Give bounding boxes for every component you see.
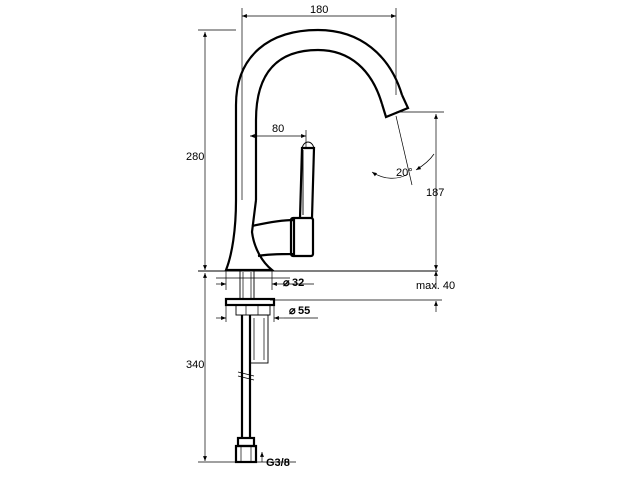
- dim-base-diameter: ⌀ 32: [216, 271, 314, 290]
- mounting-hardware: [224, 270, 276, 464]
- dim-max-thickness: max. 40: [270, 271, 455, 312]
- body-base: [224, 199, 276, 272]
- dim-hose-length: 340: [186, 273, 236, 463]
- dim-total-height: 280: [186, 29, 236, 270]
- dim-washer-diameter: ⌀ 55: [216, 305, 318, 322]
- hose-nut: [234, 444, 258, 464]
- threaded-shank: [239, 270, 255, 300]
- spout-tip: [380, 94, 410, 119]
- dim-lever-offset: 80: [250, 123, 307, 148]
- hose-break-mark: [237, 371, 255, 377]
- dim-thread: G3/8: [256, 452, 296, 469]
- dim-spout-reach: 180: [241, 4, 397, 200]
- faucet-outline: [224, 28, 410, 272]
- spout-inner-curve: [254, 48, 384, 200]
- dim-total-height-label: 280: [186, 151, 204, 163]
- hose-fitting: [236, 436, 256, 448]
- supply-tube: [249, 314, 269, 364]
- lever-housing: [251, 218, 296, 258]
- dim-spout-reach-label: 180: [310, 4, 328, 16]
- dim-base-diameter-label: 32: [292, 277, 304, 289]
- spout-outer-curve: [234, 28, 404, 200]
- lever-top: [301, 141, 315, 149]
- dim-outlet-height-label: 187: [426, 187, 444, 199]
- dim-lever-offset-label: 80: [272, 123, 284, 135]
- fixing-washer: [224, 297, 276, 307]
- dim-spout-angle: 20°: [371, 115, 435, 186]
- dim-outlet-height: 187: [396, 111, 444, 270]
- lever-handle: [298, 146, 316, 219]
- dim-thread-label: G3/8: [266, 457, 290, 469]
- dim-hose-length-label: 340: [186, 359, 204, 371]
- fixing-nut: [235, 304, 271, 316]
- dim-washer-diameter-label: 55: [298, 305, 310, 317]
- dim-spout-angle-label: 20°: [396, 167, 413, 179]
- dim-max-thickness-label: max. 40: [416, 280, 455, 292]
- lever-knob: [289, 216, 315, 258]
- dim-base-diameter-symbol: ⌀: [283, 277, 290, 289]
- dim-washer-diameter-symbol: ⌀: [289, 305, 296, 317]
